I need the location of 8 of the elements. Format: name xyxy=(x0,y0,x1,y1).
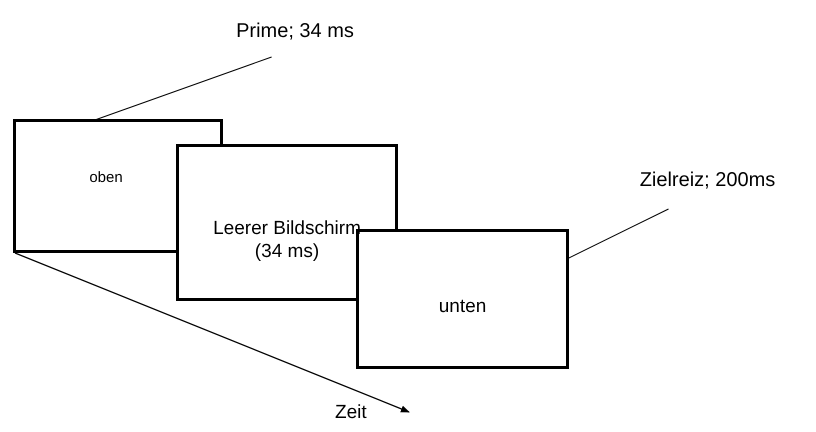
screen-text: oben xyxy=(89,169,123,187)
screen-text: unten xyxy=(438,296,486,318)
leader-line xyxy=(94,56,272,120)
leader-line xyxy=(568,208,669,259)
screen-text: Leerer Bildschirm (34 ms) xyxy=(212,218,362,264)
callout-text: Zielreiz; 200ms xyxy=(610,163,805,197)
axis-label: Zeit xyxy=(335,402,367,424)
callout-text: Prime; 34 ms xyxy=(205,14,385,48)
